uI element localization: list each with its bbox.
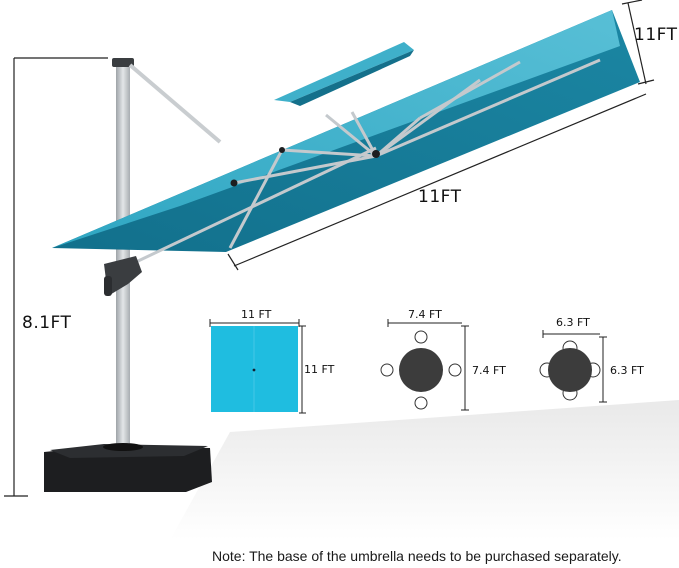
large-table-height-label: 7.4 FT <box>472 364 506 377</box>
small-table-width-label: 6.3 FT <box>556 316 590 329</box>
umbrella-base <box>44 443 212 492</box>
small-table-height-label: 6.3 FT <box>610 364 644 377</box>
canopy-top <box>52 10 620 248</box>
top-view-width-label: 11 FT <box>241 308 272 321</box>
crank-handle <box>104 256 142 296</box>
large-table-width-label: 7.4 FT <box>408 308 442 321</box>
table-diagram-small <box>539 330 607 403</box>
height-label: 8.1FT <box>22 313 72 333</box>
floor-shadow <box>170 400 679 540</box>
canopy-width-label: 11FT <box>418 187 462 207</box>
table-diagram-large <box>380 319 469 411</box>
top-view-height-label: 11 FT <box>304 363 335 376</box>
canopy-depth-label: 11FT <box>634 25 678 45</box>
umbrella-pole <box>116 62 130 446</box>
canopy-vent <box>274 42 414 102</box>
canopy-top-view-diagram <box>209 319 306 414</box>
base-purchase-note: Note: The base of the umbrella needs to … <box>212 548 622 564</box>
